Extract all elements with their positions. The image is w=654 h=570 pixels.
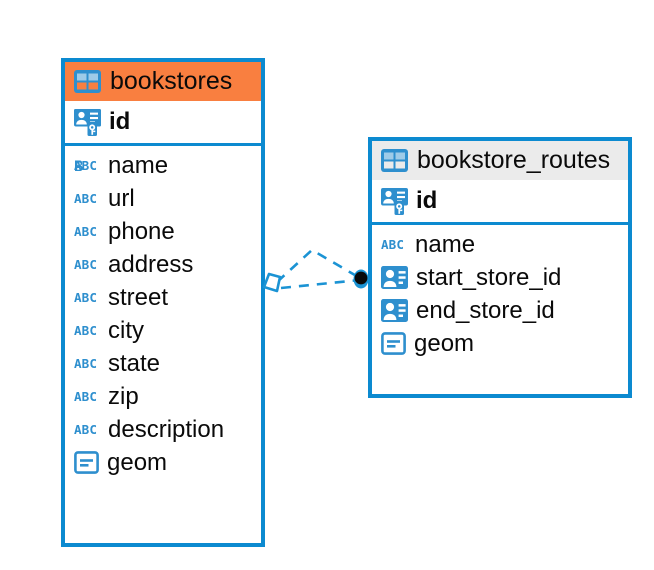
primary-key-section: id [372,180,628,226]
entity-header-bookstores[interactable]: bookstores [65,62,261,102]
svg-text:ABC: ABC [381,237,404,252]
text-type-icon: ABC [74,389,97,404]
field-row-geom[interactable]: geom [65,446,261,479]
geometry-type-icon [381,332,406,356]
entity-bookstore-routes[interactable]: bookstore_routes id [368,137,632,398]
field-label: city [108,316,144,344]
text-type-icon: ABC [74,422,97,437]
text-type-icon: ABC [74,191,97,206]
field-label: id [416,187,438,215]
text-type-icon: ABC [381,237,404,252]
field-label: name [415,230,476,258]
primary-key-icon [74,108,101,136]
text-type-icon: ABC [74,158,97,174]
entity-header-bookstore-routes[interactable]: bookstore_routes [372,141,628,181]
field-row-geom[interactable]: geom [372,327,628,360]
svg-text:ABC: ABC [74,257,97,272]
relationship-line-lower [280,278,361,290]
field-row-id[interactable]: id [372,180,628,222]
svg-text:ABC: ABC [74,290,97,305]
field-label: name [108,151,169,179]
field-row-phone[interactable]: ABC phone [65,215,261,248]
field-row-name[interactable]: ABC name [372,228,628,261]
field-label: address [108,250,194,278]
svg-text:ABC: ABC [74,356,97,371]
field-row-address[interactable]: ABC address [65,248,261,281]
field-row-state[interactable]: ABC state [65,347,261,380]
field-row-url[interactable]: ABC url [65,182,261,215]
field-section-bookstores: ABC name ABC url ABC phone ABC [65,146,261,483]
relationship-line-upper [276,248,361,283]
field-row-city[interactable]: ABC city [65,314,261,347]
svg-text:ABC: ABC [74,158,97,173]
entity-title: bookstores [110,67,233,95]
table-icon [381,148,408,172]
svg-text:ABC: ABC [74,191,97,206]
table-icon [74,69,101,93]
field-row-end-store-id[interactable]: end_store_id [372,294,628,327]
primary-key-section: id [65,101,261,147]
field-label: start_store_id [416,263,562,291]
primary-key-icon [381,187,408,215]
field-row-id[interactable]: id [65,101,261,143]
relationship-endpoint-circle [354,271,368,285]
field-row-description[interactable]: ABC description [65,413,261,446]
text-type-icon: ABC [74,257,97,272]
field-row-start-store-id[interactable]: start_store_id [372,261,628,294]
text-type-icon: ABC [74,356,97,371]
svg-text:ABC: ABC [74,323,97,338]
foreign-key-icon [381,299,408,323]
field-label: end_store_id [416,296,555,324]
text-type-icon: ABC [74,323,97,338]
field-label: zip [108,382,139,410]
relationship-connector[interactable] [255,236,385,321]
foreign-key-icon [381,266,408,290]
field-label: phone [108,217,175,245]
svg-text:ABC: ABC [74,422,97,437]
entity-bookstores[interactable]: bookstores id [61,58,265,547]
field-label: street [108,283,169,311]
relationship-endpoint-rhombus [262,272,282,293]
field-row-name[interactable]: ABC name [65,149,261,182]
field-label: description [108,415,225,443]
field-label: id [109,108,131,136]
svg-text:ABC: ABC [74,389,97,404]
field-label: state [108,349,161,377]
field-label: geom [414,329,475,357]
svg-text:ABC: ABC [74,224,97,239]
field-section-bookstore-routes: ABC name start_store_id [372,225,628,364]
field-row-zip[interactable]: ABC zip [65,380,261,413]
field-label: geom [107,448,168,476]
field-label: url [108,184,135,212]
text-type-icon: ABC [74,224,97,239]
field-row-street[interactable]: ABC street [65,281,261,314]
geometry-type-icon [74,451,99,475]
entity-title: bookstore_routes [417,146,611,174]
text-type-icon: ABC [74,290,97,305]
